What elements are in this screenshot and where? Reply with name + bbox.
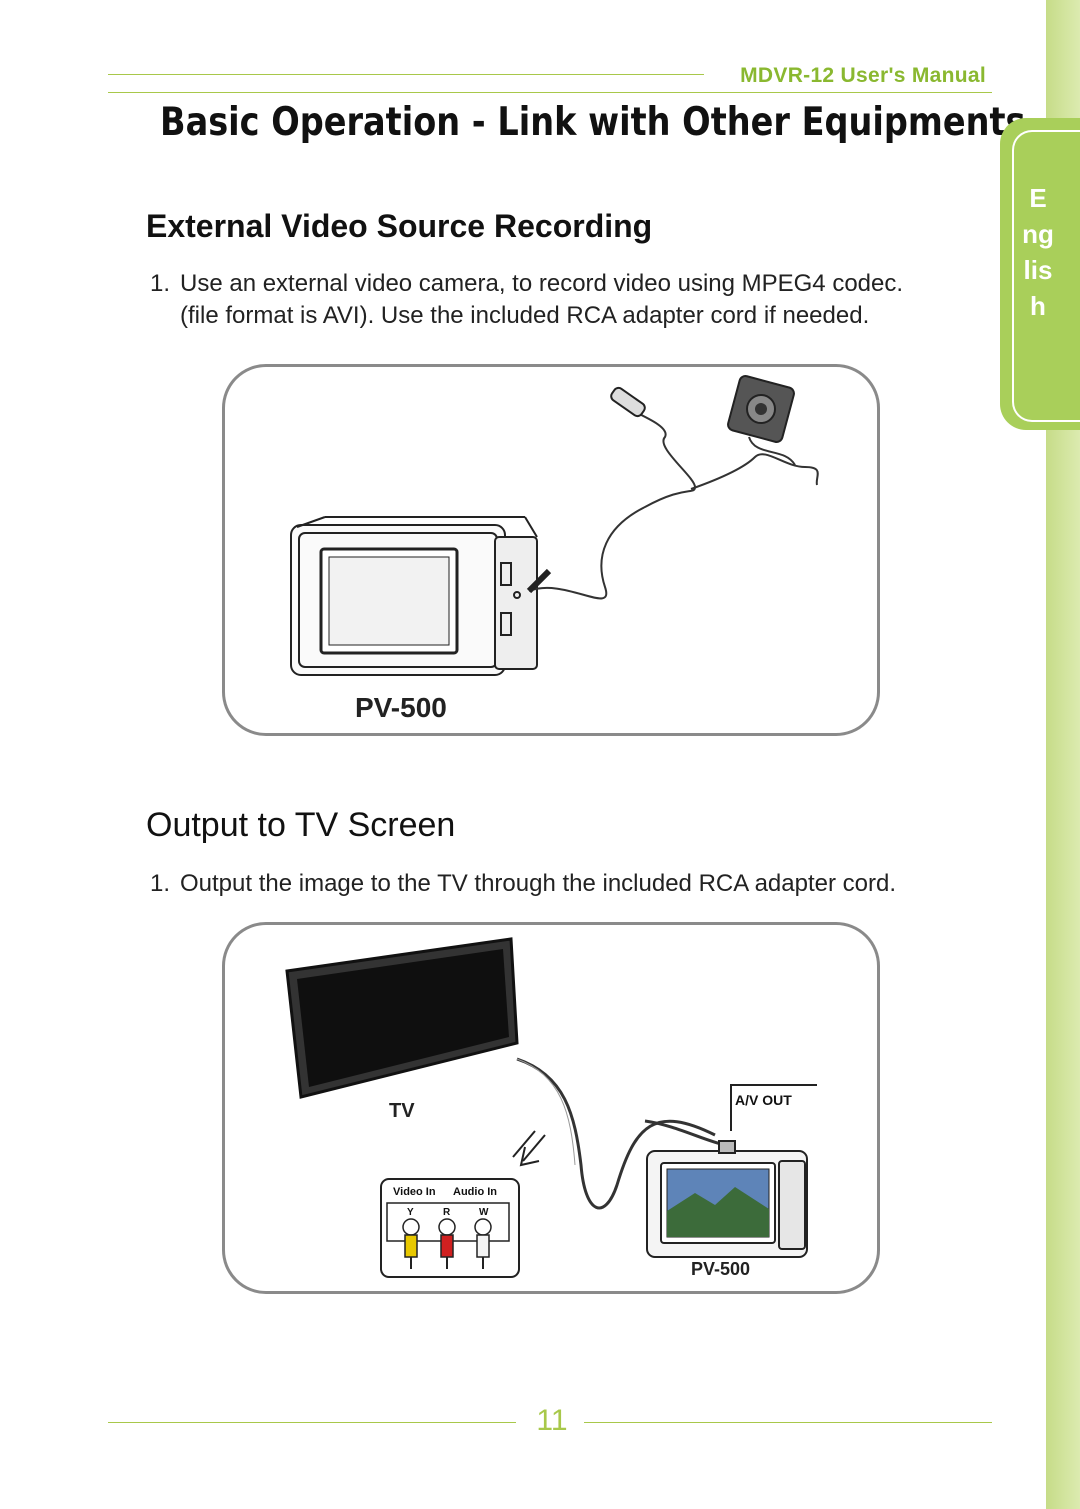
av-out-label: A/V OUT <box>735 1092 792 1108</box>
step-number: 1. <box>150 870 171 897</box>
header-rule-top <box>108 74 704 75</box>
video-in-label: Video In <box>393 1186 436 1198</box>
rca-plug-red <box>438 1218 456 1269</box>
section2-instructions: 1. Output the image to the TV through the… <box>150 868 1010 900</box>
rca-input-panel: Video In Audio In Y R W <box>380 1178 520 1278</box>
language-tab-label: English <box>1022 183 1054 321</box>
section1-instructions: 1. Use an external video camera, to recor… <box>150 268 1010 332</box>
tv-label: TV <box>389 1100 415 1122</box>
camera-cable <box>528 406 697 600</box>
direction-arrow <box>512 1130 546 1167</box>
step-number: 1. <box>150 270 171 297</box>
pv500-device-drawing <box>290 516 538 676</box>
rca-plug-yellow <box>402 1218 420 1269</box>
rca-plug-white <box>474 1218 492 1269</box>
section-heading-output-tv: Output to TV Screen <box>146 806 456 844</box>
tv-connection-illustration: TV A/V OUT PV-500 Video I <box>285 937 817 1279</box>
jack-y-label: Y <box>407 1207 414 1218</box>
pv500-label: PV-500 <box>355 692 447 723</box>
step-text-line1: Output the image to the TV through the i… <box>180 870 897 897</box>
page-title: Basic Operation - Link with Other Equipm… <box>160 100 1026 145</box>
header-rule-bottom <box>108 92 992 93</box>
jack-w-label: W <box>479 1207 489 1218</box>
board-camera-drawing <box>727 375 796 466</box>
tv-drawing <box>285 937 519 1099</box>
footer-rule-left <box>108 1422 516 1423</box>
jack-r-label: R <box>443 1207 451 1218</box>
av-cable <box>516 1057 716 1210</box>
av-out-label-box: A/V OUT <box>730 1084 817 1131</box>
footer-rule-right <box>584 1422 992 1423</box>
lipstick-camera-drawing <box>610 386 646 418</box>
language-tab-border <box>1012 130 1080 422</box>
figure-external-camera: PV-500 <box>222 364 880 736</box>
manual-title: MDVR-12 User's Manual <box>740 64 986 87</box>
audio-in-label: Audio In <box>453 1186 497 1198</box>
pv500-small-drawing <box>646 1140 808 1258</box>
section-heading-external-video: External Video Source Recording <box>146 208 653 244</box>
pv500-small-label: PV-500 <box>691 1259 750 1279</box>
page-number: 11 <box>536 1404 568 1437</box>
figure-tv-output: TV A/V OUT PV-500 Video I <box>222 922 880 1294</box>
step-text-line2: (file format is AVI). Use the included R… <box>180 302 870 329</box>
camera-connection-illustration: PV-500 <box>290 375 819 723</box>
step-text-line1: Use an external video camera, to record … <box>180 270 904 297</box>
